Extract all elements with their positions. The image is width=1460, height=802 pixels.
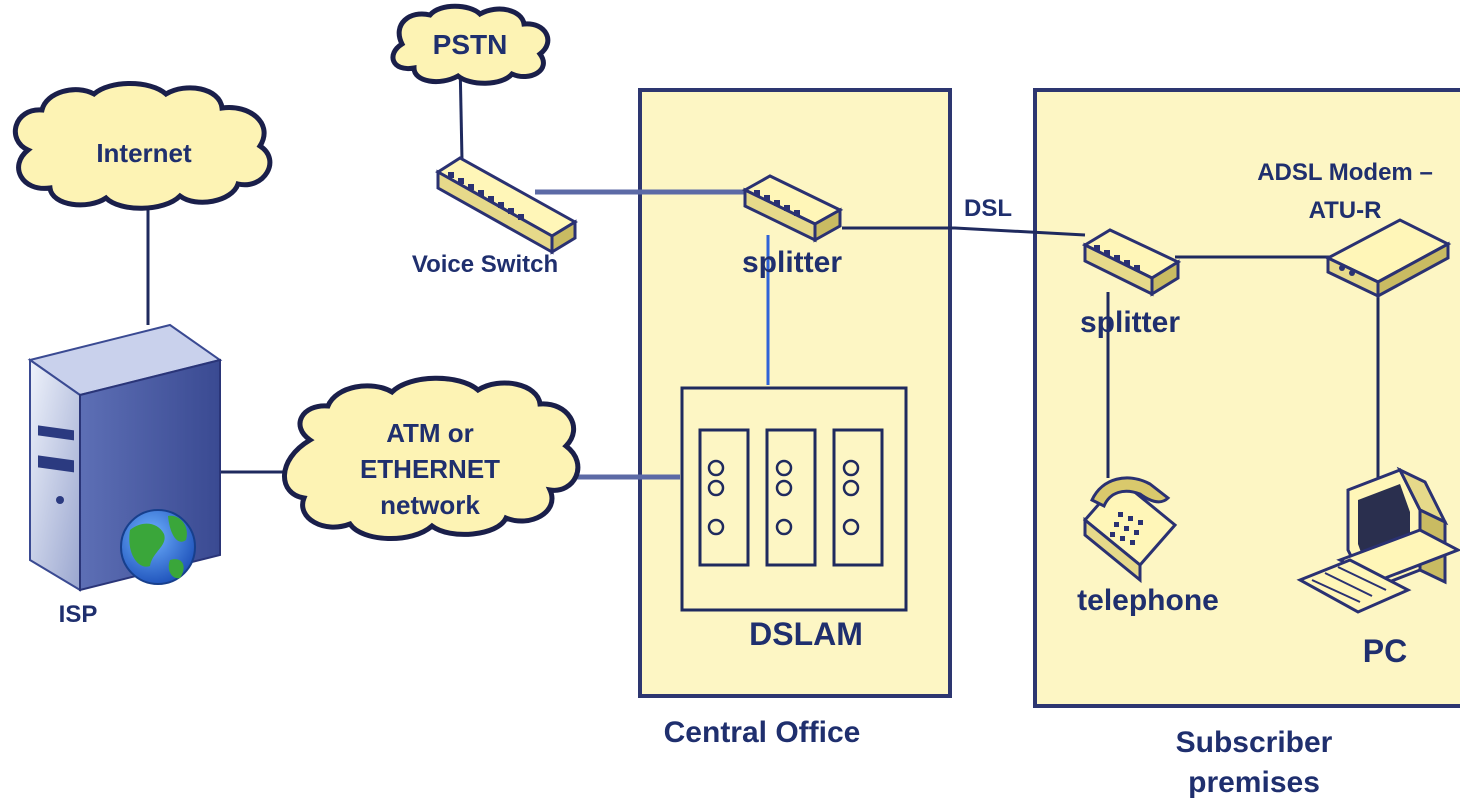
atm-label-line1: ATM or	[386, 418, 474, 448]
pc-label: PC	[1363, 633, 1407, 669]
telephone-icon	[1082, 476, 1178, 584]
dslam-label: DSLAM	[749, 616, 863, 652]
subscriber-label-line2: premises	[1188, 766, 1320, 799]
dsl-label: DSL	[964, 195, 1012, 222]
subscriber-label-line1: Subscriber	[1176, 726, 1333, 759]
pstn-label: PSTN	[433, 29, 508, 60]
internet-cloud-icon: Internet	[12, 81, 273, 211]
pc-computer-icon	[1296, 466, 1460, 614]
central-office-splitter-icon	[741, 174, 844, 243]
connection-lines	[146, 59, 1380, 480]
central-office-label: Central Office	[664, 716, 861, 749]
telephone-label: telephone	[1077, 584, 1219, 617]
subscriber-splitter-icon	[1081, 228, 1182, 297]
internet-label: Internet	[96, 138, 192, 168]
isp-label: ISP	[59, 601, 98, 628]
modem-label-line1: ADSL Modem –	[1257, 159, 1433, 186]
subscriber-premises-box	[1033, 88, 1460, 708]
atm-network-cloud-icon: ATM or ETHERNET network	[282, 375, 581, 541]
central-office-splitter-label: splitter	[742, 246, 842, 279]
atm-label-line3: network	[380, 490, 480, 520]
voice-switch-icon	[435, 156, 578, 255]
subscriber-splitter-label: splitter	[1080, 306, 1180, 339]
adsl-modem-icon	[1324, 218, 1452, 299]
modem-label-line2: ATU-R	[1309, 197, 1382, 224]
voice-switch-label: Voice Switch	[412, 251, 558, 278]
atm-label-line2: ETHERNET	[360, 454, 500, 484]
globe-icon	[120, 509, 196, 585]
pstn-cloud-icon: PSTN	[390, 3, 551, 86]
dslam-rack-icon	[680, 386, 908, 612]
dsl-line	[842, 226, 1086, 237]
